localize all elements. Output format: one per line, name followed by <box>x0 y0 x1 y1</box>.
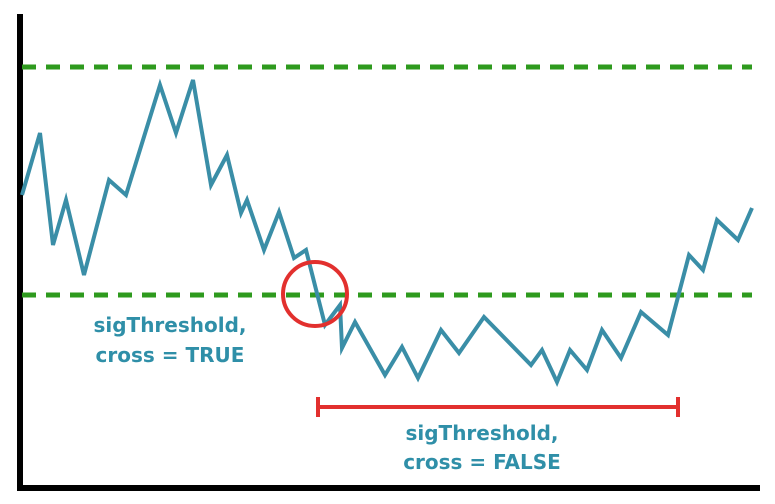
false-duration-bracket <box>316 397 680 417</box>
cross-true-label-line1: sigThreshold, <box>93 313 246 337</box>
crossing-highlight-circle <box>281 260 349 328</box>
cross-false-label-line1: sigThreshold, <box>405 421 558 445</box>
cross-false-label-line2: cross = FALSE <box>403 450 561 474</box>
cross-true-label-line2: cross = TRUE <box>96 343 245 367</box>
signal-line <box>20 78 754 387</box>
